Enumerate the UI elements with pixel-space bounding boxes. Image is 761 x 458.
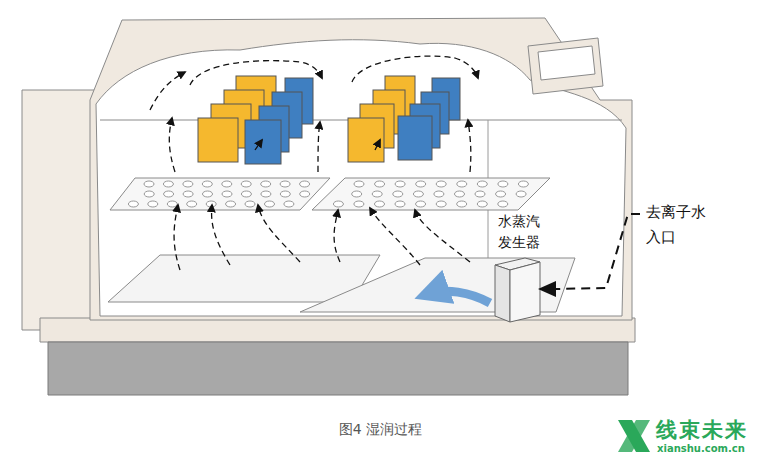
inlet-leader — [538, 214, 640, 297]
tray-hole — [245, 201, 255, 207]
watermark: 线束未来 — [656, 418, 756, 443]
tray-hole — [163, 181, 173, 187]
tray-hole — [477, 201, 487, 207]
tray-hole — [226, 201, 236, 207]
figure-caption: 图4 湿润过程 — [0, 420, 761, 440]
tray-hole — [413, 191, 423, 197]
tray-hole — [280, 181, 290, 187]
control-panel — [528, 38, 603, 94]
watermark-url: xianshu.com.cn — [657, 443, 757, 455]
tray-hole — [475, 191, 485, 197]
tray-hole — [393, 191, 403, 197]
specimens — [198, 76, 460, 164]
tray-hole — [496, 191, 506, 197]
tray-hole — [202, 181, 212, 187]
tray-hole — [144, 181, 154, 187]
tray-hole — [455, 191, 465, 197]
tray-hole — [128, 201, 138, 207]
airflow-arrows — [150, 56, 478, 270]
node-text: 水蒸汽 发生器 — [498, 211, 544, 253]
tray-hole — [144, 191, 154, 197]
hood — [90, 18, 632, 320]
flow-arrow — [174, 205, 180, 270]
tray-hole — [300, 181, 310, 187]
tray-hole — [241, 181, 251, 187]
tray-hole — [280, 191, 290, 197]
tray-hole — [333, 201, 343, 207]
generator-front — [510, 262, 540, 322]
tray-hole — [354, 201, 364, 207]
flow-arrow — [370, 208, 420, 265]
flow-arrow — [415, 210, 470, 262]
airflow-arrows — [255, 140, 380, 150]
tray-hole — [241, 191, 251, 197]
tray-hole — [416, 181, 426, 187]
flow-arrow — [212, 205, 230, 265]
base-plinth — [48, 342, 628, 395]
side-block — [22, 90, 100, 330]
tray-hole — [436, 181, 446, 187]
tray-hole — [222, 181, 232, 187]
logo-stroke — [618, 420, 650, 452]
flow-arrow — [318, 122, 320, 172]
tray-hole — [203, 191, 213, 197]
tray — [110, 178, 330, 210]
tray-hole — [265, 201, 275, 207]
tray-hole — [477, 181, 487, 187]
generator-side — [495, 265, 510, 322]
blue-panel — [245, 120, 281, 164]
tray-hole — [284, 201, 294, 207]
flow-arrow — [334, 210, 340, 262]
tray-hole — [457, 201, 467, 207]
tray-hole — [261, 191, 271, 197]
leader-line — [556, 214, 640, 289]
steam-flow-arrow — [428, 291, 490, 303]
tray-hole — [518, 181, 528, 187]
tray-hole — [436, 201, 446, 207]
tray-hole — [375, 181, 385, 187]
logo-stroke — [618, 420, 650, 452]
tray-hole — [261, 181, 271, 187]
tray — [312, 178, 550, 210]
logo-icon — [618, 420, 650, 452]
tray-hole — [516, 191, 526, 197]
tray-hole — [416, 201, 426, 207]
tray-hole — [434, 191, 444, 197]
tray-hole — [183, 191, 193, 197]
leader-arrowhead — [538, 281, 556, 297]
yellow-panel — [198, 118, 238, 162]
tray-hole — [300, 191, 310, 197]
tray-hole — [206, 201, 216, 207]
inlet-label: 去离子水 入口 — [646, 200, 716, 250]
flow-arrow — [255, 140, 262, 150]
tray-hole — [354, 181, 364, 187]
tray-hole — [375, 201, 385, 207]
tray-hole — [498, 181, 508, 187]
flow-arrow — [258, 205, 300, 262]
flow-arrow — [468, 120, 471, 172]
flow-arrow — [150, 72, 185, 110]
base-rim — [40, 318, 635, 342]
tray-hole — [352, 191, 362, 197]
perforated-trays — [110, 178, 550, 210]
tray-hole — [183, 181, 193, 187]
tray-hole — [372, 191, 382, 197]
tray-hole — [148, 201, 158, 207]
tray-hole — [457, 181, 467, 187]
flow-arrow — [375, 140, 380, 150]
tray-hole — [167, 201, 177, 207]
flow-arrow — [169, 118, 175, 172]
tray-hole — [395, 181, 405, 187]
steam-generator — [428, 258, 540, 322]
tray-hole — [395, 201, 405, 207]
tray-hole — [498, 201, 508, 207]
tray-hole — [222, 191, 232, 197]
tray-hole — [164, 191, 174, 197]
blue-panel — [398, 116, 432, 160]
cabinet — [22, 18, 635, 395]
yellow-panel — [348, 118, 384, 162]
tray-hole — [187, 201, 197, 207]
screen — [538, 46, 595, 80]
component-label: 水蒸汽 发生器 — [498, 211, 544, 253]
